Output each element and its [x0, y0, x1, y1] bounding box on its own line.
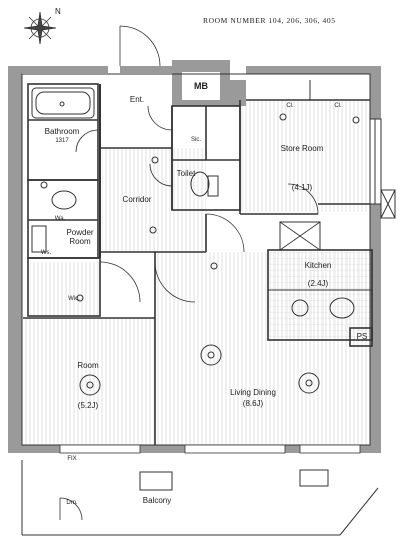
label-store-room: Store Room	[280, 144, 324, 153]
label-ent: Ent.	[129, 95, 145, 104]
label-fix: FIX	[67, 456, 77, 462]
label-corridor: Corridor	[122, 195, 152, 204]
floor-stripes	[23, 100, 375, 445]
label-store-room-area: (4.1J)	[291, 183, 313, 192]
label-closet-2: Cl.	[334, 103, 342, 109]
balcony	[21, 460, 379, 536]
label-toilet: Toilet	[176, 169, 196, 178]
label-kitchen-area: (2.4J)	[307, 279, 329, 288]
bathtub	[31, 87, 95, 119]
sinks-and-toilet	[31, 171, 355, 319]
label-ws: Ws.	[40, 250, 52, 256]
label-wic: Wic.	[68, 296, 80, 302]
label-living-dining-area: (8.6J)	[242, 399, 264, 408]
label-closet-1: Cl.	[286, 103, 294, 109]
label-sic: Sic.	[190, 137, 202, 143]
label-balcony: Balcony	[142, 496, 172, 505]
label-mb: MB	[194, 81, 208, 91]
windows	[369, 118, 396, 219]
label-ps: PS	[356, 332, 368, 341]
label-powder-room: Powder Room	[66, 228, 94, 247]
room-number-header: ROOM NUMBER 104, 206, 306, 405	[203, 16, 336, 25]
compass-north-letter: N	[55, 7, 61, 16]
label-bathroom-size: 1317	[55, 138, 69, 144]
label-room-area: (5.2J)	[77, 401, 99, 410]
label-wa: Wa.	[54, 216, 66, 222]
ceiling-lights	[40, 113, 360, 396]
compass-icon	[23, 11, 57, 45]
label-room: Room	[77, 361, 99, 370]
label-kitchen: Kitchen	[304, 261, 332, 270]
bottom-sashes	[59, 444, 361, 454]
door-swings	[59, 25, 319, 521]
label-living-dining: Living Dining	[230, 388, 276, 397]
label-bathroom: Bathroom	[44, 127, 80, 136]
label-drain: Drn.	[66, 500, 78, 506]
